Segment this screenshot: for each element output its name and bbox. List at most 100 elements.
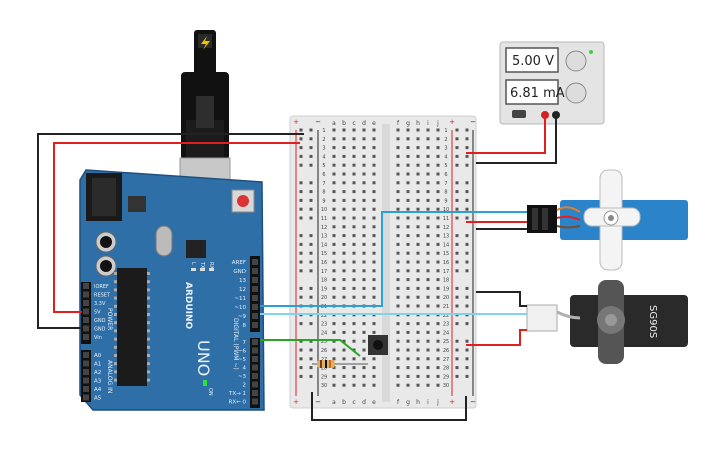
breadboard-hole[interactable] — [436, 172, 440, 176]
header-pin[interactable] — [252, 259, 258, 265]
breadboard-hole[interactable] — [342, 269, 346, 273]
breadboard-hole[interactable] — [362, 225, 366, 229]
breadboard-hole[interactable] — [332, 357, 336, 361]
breadboard-hole[interactable] — [352, 198, 356, 202]
voltage-knob[interactable] — [565, 50, 587, 72]
rail-hole[interactable] — [299, 295, 303, 299]
rail-hole[interactable] — [299, 366, 303, 370]
breadboard-hole[interactable] — [372, 172, 376, 176]
breadboard-hole[interactable] — [372, 269, 376, 273]
breadboard-hole[interactable] — [332, 348, 336, 352]
breadboard-hole[interactable] — [362, 269, 366, 273]
breadboard-hole[interactable] — [352, 234, 356, 238]
breadboard-hole[interactable] — [426, 251, 430, 255]
header-pin[interactable] — [252, 286, 258, 292]
breadboard-hole[interactable] — [396, 286, 400, 290]
breadboard-hole[interactable] — [406, 242, 410, 246]
breadboard-hole[interactable] — [362, 146, 366, 150]
breadboard-hole[interactable] — [342, 260, 346, 264]
power-switch[interactable] — [512, 110, 526, 118]
breadboard-hole[interactable] — [372, 128, 376, 132]
breadboard-hole[interactable] — [362, 251, 366, 255]
breadboard-hole[interactable] — [372, 330, 376, 334]
breadboard-hole[interactable] — [406, 260, 410, 264]
breadboard-hole[interactable] — [352, 128, 356, 132]
breadboard-hole[interactable] — [426, 154, 430, 158]
breadboard-hole[interactable] — [332, 234, 336, 238]
breadboard-hole[interactable] — [352, 181, 356, 185]
breadboard-hole[interactable] — [362, 330, 366, 334]
breadboard-hole[interactable] — [342, 128, 346, 132]
breadboard-hole[interactable] — [436, 304, 440, 308]
breadboard-hole[interactable] — [416, 383, 420, 387]
rail-hole[interactable] — [465, 374, 469, 378]
breadboard-hole[interactable] — [396, 366, 400, 370]
breadboard-hole[interactable] — [436, 163, 440, 167]
breadboard-hole[interactable] — [426, 128, 430, 132]
breadboard-hole[interactable] — [436, 269, 440, 273]
breadboard-hole[interactable] — [416, 260, 420, 264]
rail-hole[interactable] — [309, 128, 313, 132]
breadboard-hole[interactable] — [436, 339, 440, 343]
breadboard-hole[interactable] — [372, 366, 376, 370]
breadboard-hole[interactable] — [342, 339, 346, 343]
rail-hole[interactable] — [299, 286, 303, 290]
breadboard-hole[interactable] — [406, 137, 410, 141]
header-pin[interactable] — [252, 304, 258, 310]
breadboard-hole[interactable] — [372, 374, 376, 378]
breadboard-hole[interactable] — [362, 163, 366, 167]
breadboard-hole[interactable] — [426, 137, 430, 141]
rail-hole[interactable] — [299, 154, 303, 158]
breadboard-hole[interactable] — [406, 251, 410, 255]
header-pin[interactable] — [252, 313, 258, 319]
breadboard-hole[interactable] — [396, 269, 400, 273]
breadboard-hole[interactable] — [416, 172, 420, 176]
rail-hole[interactable] — [299, 339, 303, 343]
breadboard-hole[interactable] — [396, 190, 400, 194]
breadboard-hole[interactable] — [352, 260, 356, 264]
breadboard-hole[interactable] — [352, 339, 356, 343]
breadboard-hole[interactable] — [342, 198, 346, 202]
breadboard-hole[interactable] — [362, 260, 366, 264]
breadboard-hole[interactable] — [416, 330, 420, 334]
breadboard-hole[interactable] — [342, 207, 346, 211]
breadboard-hole[interactable] — [342, 251, 346, 255]
breadboard-hole[interactable] — [406, 269, 410, 273]
rail-hole[interactable] — [465, 234, 469, 238]
breadboard-hole[interactable] — [426, 146, 430, 150]
current-knob[interactable] — [565, 82, 587, 104]
breadboard-hole[interactable] — [342, 278, 346, 282]
breadboard-hole[interactable] — [396, 295, 400, 299]
rail-hole[interactable] — [465, 190, 469, 194]
breadboard-hole[interactable] — [332, 146, 336, 150]
breadboard-hole[interactable] — [436, 278, 440, 282]
breadboard-hole[interactable] — [332, 295, 336, 299]
breadboard-hole[interactable] — [416, 366, 420, 370]
rail-hole[interactable] — [455, 242, 459, 246]
rail-hole[interactable] — [299, 207, 303, 211]
breadboard-hole[interactable] — [436, 286, 440, 290]
breadboard-hole[interactable] — [352, 374, 356, 378]
rail-hole[interactable] — [455, 198, 459, 202]
breadboard-hole[interactable] — [362, 357, 366, 361]
breadboard-hole[interactable] — [332, 383, 336, 387]
breadboard-hole[interactable] — [352, 269, 356, 273]
rail-hole[interactable] — [465, 366, 469, 370]
breadboard-hole[interactable] — [436, 383, 440, 387]
rail-hole[interactable] — [455, 339, 459, 343]
breadboard-hole[interactable] — [416, 269, 420, 273]
rail-hole[interactable] — [455, 357, 459, 361]
breadboard-hole[interactable] — [426, 172, 430, 176]
breadboard-hole[interactable] — [416, 251, 420, 255]
breadboard-hole[interactable] — [342, 172, 346, 176]
breadboard-hole[interactable] — [416, 190, 420, 194]
rail-hole[interactable] — [309, 374, 313, 378]
breadboard-hole[interactable] — [396, 198, 400, 202]
rail-hole[interactable] — [455, 374, 459, 378]
breadboard-hole[interactable] — [342, 242, 346, 246]
breadboard-hole[interactable] — [426, 348, 430, 352]
breadboard-hole[interactable] — [372, 357, 376, 361]
breadboard-hole[interactable] — [406, 304, 410, 308]
breadboard-hole[interactable] — [362, 216, 366, 220]
breadboard-hole[interactable] — [352, 383, 356, 387]
